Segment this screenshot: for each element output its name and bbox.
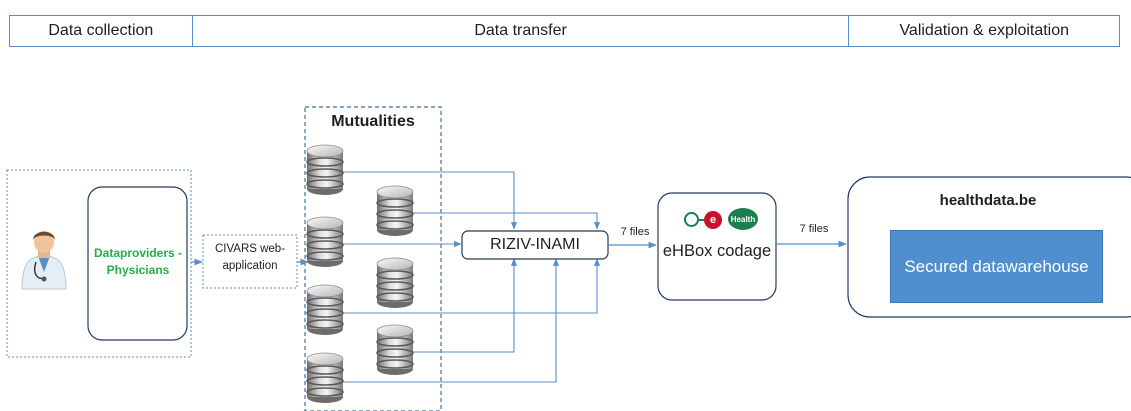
phase-data-collection: Data collection	[48, 22, 154, 39]
key-stem	[697, 219, 704, 221]
riziv-label: RIZIV-INAMI	[490, 236, 580, 253]
database-icon	[376, 324, 414, 376]
database-icon	[306, 284, 344, 336]
healthdata-title: healthdata.be	[939, 192, 1037, 209]
civars-label: CIVARS web-application	[214, 243, 286, 272]
datawarehouse-box: Secured datawarehouse	[890, 230, 1103, 303]
ehealth-health-icon: Health	[728, 208, 758, 230]
datawarehouse-label: Secured datawarehouse	[904, 257, 1089, 276]
edge-label-ehbox-healthdata: 7 files	[799, 223, 829, 235]
database-icon	[306, 352, 344, 404]
database-icon	[306, 216, 344, 268]
phase-validation-exploitation: Validation & exploitation	[848, 16, 1119, 46]
doctor-icon	[21, 231, 67, 290]
dataproviders-box	[87, 186, 188, 341]
dataproviders-label: Dataproviders - Physicians	[93, 246, 183, 277]
database-icon	[306, 144, 344, 196]
database-connectors	[342, 171, 601, 383]
edge-label-riziv-ehbox: 7 files	[620, 226, 650, 238]
database-icon	[376, 185, 414, 237]
mutualities-label: Mutualities	[331, 113, 415, 130]
phase-bar: Data collection Data transfer Validation…	[9, 15, 1120, 47]
dataproviders-group	[6, 169, 192, 358]
ehealth-e-icon: e	[704, 211, 722, 229]
phase-data-transfer: Data transfer	[191, 16, 849, 46]
ehbox-label: eHBox codage	[662, 242, 772, 260]
database-icon	[376, 257, 414, 309]
